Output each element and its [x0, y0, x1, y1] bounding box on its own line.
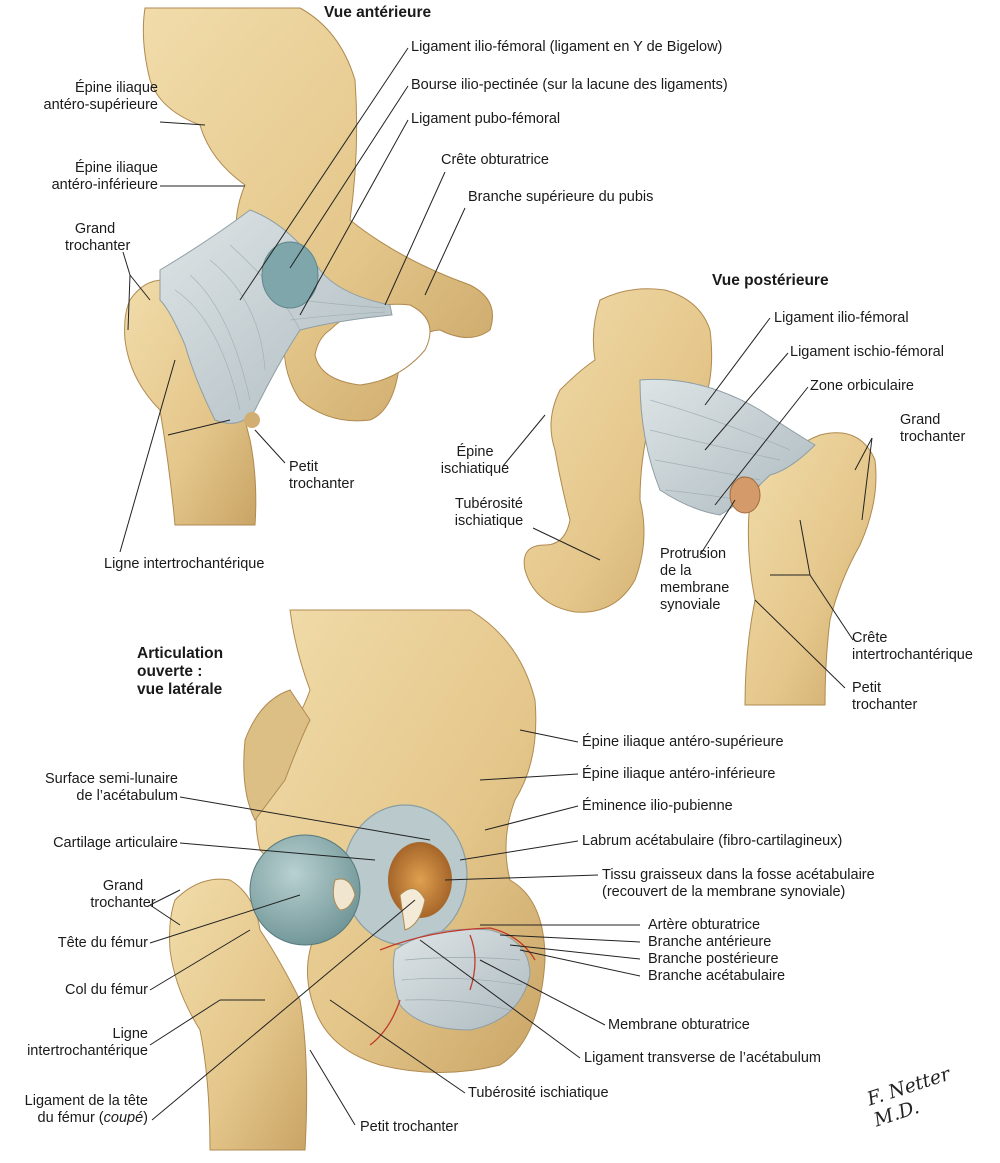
label-branche-acet: Branche acétabulaire — [648, 968, 786, 984]
label-petit-troch-ant-2: trochanter — [289, 476, 355, 492]
label-col-femur: Col du fémur — [64, 982, 148, 998]
label-tissu-2: (recouvert de la membrane synoviale) — [602, 884, 846, 900]
label-grand-troch-lat-1: Grand — [102, 878, 144, 894]
label-eiai-lat: Épine iliaque antéro-inférieure — [582, 766, 776, 782]
label-lig-tete-femur: Ligament de la tête du fémur (coupé) — [25, 1093, 148, 1127]
label-petit-troch-ant: Petit trochanter — [289, 459, 354, 493]
ligamentum-teres — [332, 878, 356, 911]
label-lig-tete-4: ) — [143, 1110, 148, 1126]
label-grand-troch-post-2: trochanter — [900, 429, 966, 445]
label-ilio-femoral-ant: Ligament ilio-fémoral (ligament en Y de … — [411, 39, 723, 55]
label-petit-troch-post: Petit trochanter — [852, 680, 917, 714]
label-tuber-post-2: ischiatique — [454, 513, 524, 529]
lateral-wing — [243, 689, 311, 821]
label-grand-troch-ant-2: trochanter — [65, 238, 131, 254]
lateral-title-1: Articulation — [137, 645, 224, 662]
label-lig-tete-1: Ligament de la tête — [24, 1093, 148, 1109]
label-epine-isch-1: Épine — [456, 444, 494, 460]
obturator-artery — [369, 927, 536, 1046]
label-lig-transverse: Ligament transverse de l’acétabulum — [584, 1050, 821, 1066]
label-eiai-ant-1: Épine iliaque — [74, 160, 158, 176]
label-ligne-lat: Ligne intertrochantérique — [27, 1026, 148, 1060]
label-lig-tete-2-line: du fémur (coupé) — [25, 1110, 148, 1127]
anterior-capsule-ligaments — [159, 209, 393, 424]
label-tissu-1: Tissu graisseux dans la fosse acétabulai… — [602, 867, 875, 883]
label-labrum: Labrum acétabulaire (fibro-cartilagineux… — [582, 833, 843, 849]
lateral-title: Articulation ouverte : vue latérale — [137, 645, 223, 699]
label-membrane-obturatrice: Membrane obturatrice — [608, 1017, 750, 1033]
label-petit-troch-post-1: Petit — [852, 680, 882, 696]
label-petit-troch-ant-1: Petit — [289, 459, 319, 475]
femoral-head — [249, 834, 361, 946]
posterior-title: Vue postérieure — [712, 272, 829, 289]
posterior-ligaments — [639, 378, 816, 516]
synovial-protrusion — [729, 476, 761, 514]
label-grand-troch-lat-2: trochanter — [90, 895, 156, 911]
label-eias-ant-2: antéro-supérieure — [43, 97, 158, 113]
label-epine-isch: Épine ischiatique — [440, 444, 510, 478]
label-eias-ant-1: Épine iliaque — [74, 80, 158, 96]
lateral-title-2: ouverte : — [137, 663, 203, 680]
posterior-view-drawing — [523, 288, 877, 706]
posterior-femur — [744, 432, 877, 706]
label-eiai-ant: Épine iliaque antéro-inférieure — [52, 160, 158, 194]
label-grand-troch-lat: Grand trochanter — [90, 878, 156, 912]
leader-lines — [119, 47, 873, 1126]
label-protrusion-1: Protrusion — [660, 546, 727, 562]
iliopectineal-bursa — [261, 241, 319, 309]
label-protrusion-2: de la — [660, 563, 692, 579]
label-grand-troch-post-1: Grand — [900, 412, 941, 428]
anterior-title: Vue antérieure — [324, 4, 432, 21]
label-artere-obturatrice: Artère obturatrice — [648, 917, 761, 933]
lateral-title-3: vue latérale — [137, 681, 223, 698]
lateral-femur — [169, 878, 308, 1151]
label-protrusion-4: synoviale — [660, 597, 721, 613]
label-branche-ant: Branche antérieure — [648, 934, 772, 950]
label-lig-tete-3: coupé — [103, 1110, 144, 1126]
label-ligne-lat-1: Ligne — [112, 1026, 148, 1042]
label-eias-lat: Épine iliaque antéro-supérieure — [582, 734, 784, 750]
label-eiai-ant-2: antéro-inférieure — [51, 177, 158, 193]
label-tuber-post: Tubérosité ischiatique — [445, 496, 533, 530]
label-ischio-femoral: Ligament ischio-fémoral — [790, 344, 944, 360]
label-crete-inter-post-1: Crête — [852, 630, 888, 646]
label-surface-semi-lunaire: Surface semi-lunaire de l’acétabulum — [45, 771, 178, 805]
label-ligne-inter-ant: Ligne intertrochantérique — [104, 556, 265, 572]
lesser-trochanter-ant — [244, 412, 260, 428]
label-protrusion-3: membrane — [660, 580, 730, 596]
label-surface-1: Surface semi-lunaire — [45, 771, 178, 787]
lateral-view-drawing — [169, 609, 546, 1151]
label-branche-sup-pubis: Branche supérieure du pubis — [468, 189, 654, 205]
label-grand-troch-ant-1: Grand — [74, 221, 116, 237]
label-ligne-lat-2: intertrochantérique — [27, 1043, 148, 1059]
label-crete-obturatrice: Crête obturatrice — [441, 152, 549, 168]
label-cartilage: Cartilage articulaire — [53, 835, 178, 851]
label-eminence: Éminence ilio-pubienne — [582, 798, 733, 814]
label-epine-isch-2: ischiatique — [440, 461, 510, 477]
label-bourse-ilio-pectinee: Bourse ilio-pectinée (sur la lacune des … — [411, 77, 728, 93]
label-grand-troch-ant: Grand trochanter — [65, 221, 131, 255]
label-petit-troch-post-2: trochanter — [852, 697, 918, 713]
label-pubo-femoral: Ligament pubo-fémoral — [411, 111, 561, 127]
label-tissu-graisseux: Tissu graisseux dans la fosse acétabulai… — [602, 867, 875, 901]
label-ilio-femoral-post: Ligament ilio-fémoral — [774, 310, 909, 326]
label-eias-ant: Épine iliaque antéro-supérieure — [44, 80, 158, 114]
label-grand-troch-post: Grand trochanter — [900, 412, 965, 446]
label-tuber-post-1: Tubérosité — [455, 496, 523, 512]
label-petit-troch-lat: Petit trochanter — [360, 1119, 459, 1135]
label-branche-post: Branche postérieure — [648, 951, 779, 967]
label-protrusion: Protrusion de la membrane synoviale — [660, 546, 729, 614]
label-surface-2: de l’acétabulum — [76, 788, 178, 804]
anterior-view-drawing — [124, 7, 493, 526]
posterior-ilium — [523, 288, 713, 613]
label-lig-tete-2: du fémur ( — [37, 1110, 104, 1126]
label-crete-inter-post-2: intertrochantérique — [852, 647, 973, 663]
label-tete-femur: Tête du fémur — [57, 935, 148, 951]
label-zone-orbiculaire: Zone orbiculaire — [810, 378, 914, 394]
label-crete-inter-post: Crête intertrochantérique — [852, 630, 973, 664]
label-tuber-lat: Tubérosité ischiatique — [468, 1085, 609, 1101]
